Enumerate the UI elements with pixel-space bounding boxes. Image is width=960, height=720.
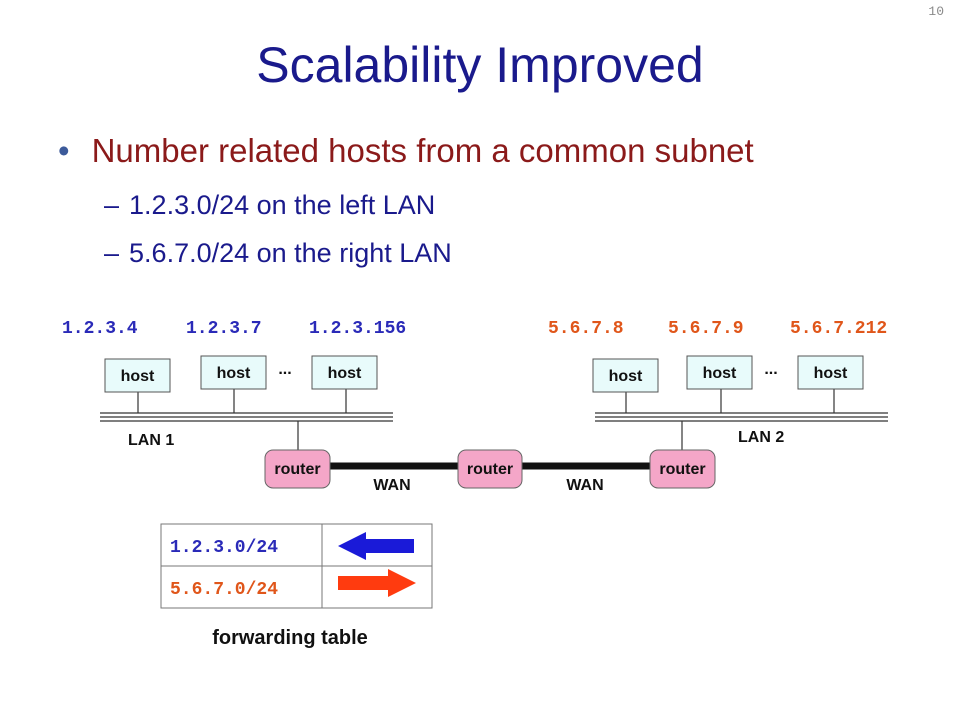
left-address-3: 1.2.3.156 xyxy=(309,319,406,339)
router-label: router xyxy=(659,461,705,478)
sub-bullet-text: 1.2.3.0/24 on the left LAN xyxy=(129,190,436,220)
left-arrow-icon xyxy=(338,532,414,560)
router-center: router xyxy=(457,449,523,489)
sub-bullet-left-lan: –1.2.3.0/24 on the left LAN xyxy=(104,190,435,221)
right-host-3: host xyxy=(797,355,864,390)
host-label: host xyxy=(217,365,251,382)
host-label: host xyxy=(703,365,737,382)
host-label: host xyxy=(328,365,362,382)
left-address-2: 1.2.3.7 xyxy=(186,319,262,339)
host-label: host xyxy=(814,365,848,382)
router-left: router xyxy=(264,449,331,489)
left-address-1: 1.2.3.4 xyxy=(62,319,138,339)
main-bullet: • Number related hosts from a common subn… xyxy=(58,132,754,170)
forwarding-table: 1.2.3.0/24 5.6.7.0/24 xyxy=(160,523,433,609)
right-address-1: 5.6.7.8 xyxy=(548,319,624,339)
left-host-1: host xyxy=(104,358,171,393)
sub-bullet-text: 5.6.7.0/24 on the right LAN xyxy=(129,238,452,268)
right-arrow-icon xyxy=(338,569,416,597)
forwarding-table-caption: forwarding table xyxy=(212,627,368,649)
right-host-1: host xyxy=(592,358,659,393)
right-ellipsis: ... xyxy=(764,361,777,378)
dash-icon: – xyxy=(104,190,120,220)
table-prefix-2: 5.6.7.0/24 xyxy=(170,580,278,600)
router-label: router xyxy=(467,461,513,478)
left-host-2: host xyxy=(200,355,267,390)
left-ellipsis: ... xyxy=(278,361,291,378)
table-prefix-1: 1.2.3.0/24 xyxy=(170,538,278,558)
router-label: router xyxy=(274,461,320,478)
dash-icon: – xyxy=(104,238,120,268)
lan1-label: LAN 1 xyxy=(128,432,174,449)
right-address-2: 5.6.7.9 xyxy=(668,319,744,339)
right-host-2: host xyxy=(686,355,753,390)
right-address-3: 5.6.7.212 xyxy=(790,319,887,339)
slide-title: Scalability Improved xyxy=(256,37,704,93)
bullet-dot-icon: • xyxy=(58,132,70,169)
left-lan-bus xyxy=(100,412,393,422)
sub-bullet-right-lan: –5.6.7.0/24 on the right LAN xyxy=(104,238,452,269)
router-right: router xyxy=(649,449,716,489)
wan-label-left: WAN xyxy=(373,477,410,494)
left-host-3: host xyxy=(311,355,378,390)
host-label: host xyxy=(121,368,155,385)
right-lan-bus xyxy=(595,412,888,422)
lan2-label: LAN 2 xyxy=(738,429,784,446)
slide-number: 10 xyxy=(928,4,944,19)
host-label: host xyxy=(609,368,643,385)
main-bullet-text: Number related hosts from a common subne… xyxy=(91,132,754,169)
wan-label-right: WAN xyxy=(566,477,603,494)
